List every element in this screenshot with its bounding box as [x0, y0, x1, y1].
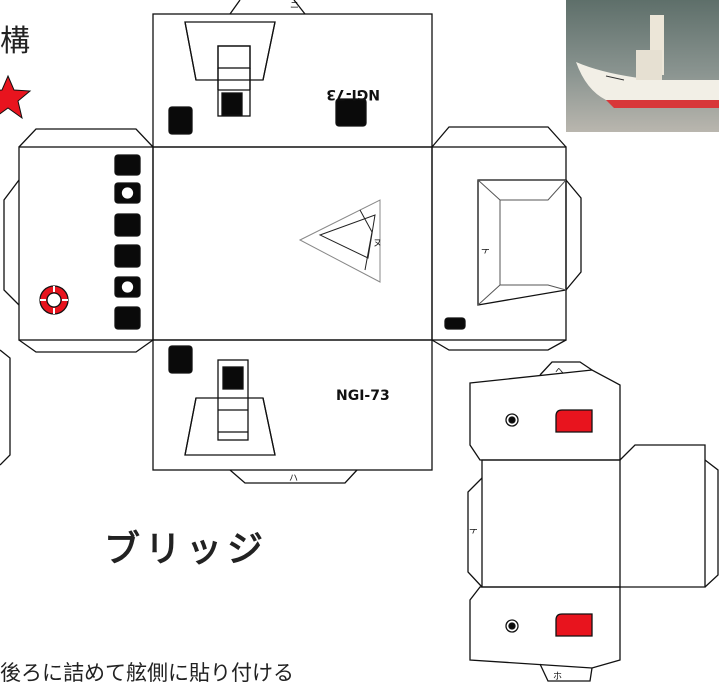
window-icon	[114, 154, 141, 176]
left-face	[3, 128, 154, 353]
window-icon	[114, 244, 141, 268]
bridge-title: ブリッジ	[104, 529, 269, 570]
top-face: ニ NGI-73	[152, 0, 433, 148]
window-icon	[168, 106, 193, 135]
star-icon	[0, 74, 32, 120]
window-icon	[555, 613, 593, 637]
window-icon	[555, 409, 593, 433]
instruction-note: 後ろに詰めて舷側に貼り付ける	[0, 661, 294, 685]
porthole-icon	[505, 619, 519, 633]
small-net: ヘ ト ホ	[467, 361, 719, 682]
window-icon	[444, 317, 466, 330]
window-icon	[222, 366, 244, 390]
partial-piece-edge	[0, 349, 11, 466]
tab-label-center: ヌ	[373, 239, 382, 249]
window-icon	[335, 98, 367, 127]
window-icon	[114, 213, 141, 237]
tab-label-small-bottom: ホ	[553, 671, 562, 682]
tab-label-right: ト	[479, 246, 489, 255]
hull-number: NGI-73	[336, 388, 390, 404]
bottom-face: ハ NGI-73	[152, 339, 433, 484]
right-face: ト	[431, 126, 582, 351]
tab-label-top: ニ	[290, 1, 299, 11]
tab-label-small-top: ヘ	[555, 367, 564, 377]
life-ring-icon	[39, 285, 69, 315]
porthole-icon	[505, 413, 519, 427]
tab-label-small-side: ト	[467, 526, 477, 535]
heading-partial: 構	[0, 24, 30, 59]
window-icon	[114, 306, 141, 330]
model-photo	[566, 0, 719, 132]
center-face: ヌ	[152, 146, 433, 341]
mirrored-hull-number: NGI-73	[326, 86, 380, 102]
tab-label-bottom: ハ	[289, 474, 298, 484]
window-icon	[221, 92, 243, 116]
window-icon	[168, 345, 193, 374]
